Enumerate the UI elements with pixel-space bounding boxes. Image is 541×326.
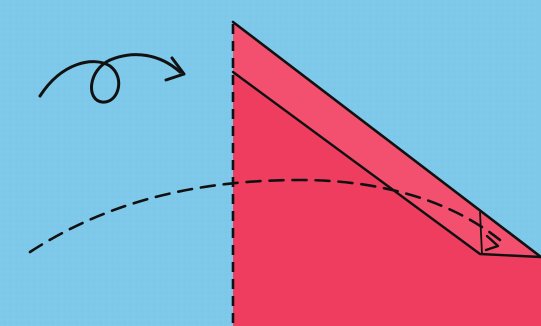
diagram-canvas — [0, 0, 541, 326]
origami-fold-diagram — [0, 0, 541, 326]
